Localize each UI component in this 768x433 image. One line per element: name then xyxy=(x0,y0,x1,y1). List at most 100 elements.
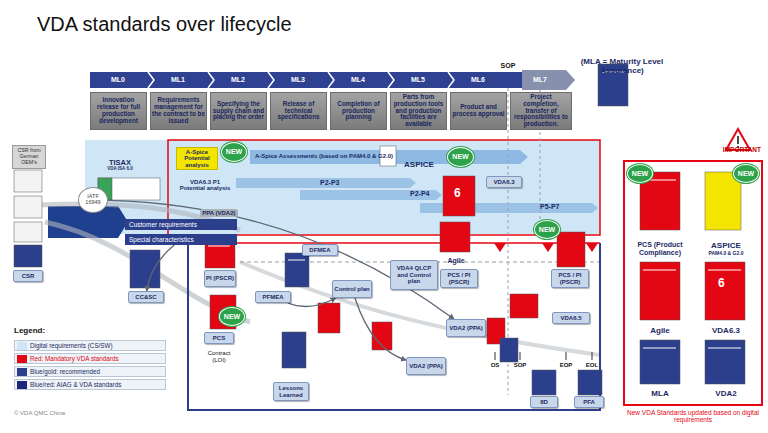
node-text: Agile xyxy=(447,257,464,265)
node-text: NEW xyxy=(539,226,555,234)
swoosh xyxy=(40,204,240,230)
milestone-label: ML0 xyxy=(103,76,133,83)
legend-row: Blue/red: AIAG & VDA standards xyxy=(14,379,166,390)
standard-tag: VDA2 (PPA) xyxy=(406,357,446,375)
milestone-label: ML6 xyxy=(463,76,493,83)
chevron xyxy=(208,72,214,88)
text-label: SOP xyxy=(510,362,530,368)
standard-tag: VDA4 QLCP and Control plan xyxy=(390,260,438,290)
standard-tag: PFA xyxy=(574,396,604,408)
milestone-box: Parts from production tools and producti… xyxy=(390,92,447,130)
node-text: Control plan xyxy=(334,286,369,292)
text-box: MLA xyxy=(633,388,687,401)
new-badge: NEW xyxy=(221,142,247,162)
page-title: VDA standards over lifecycle xyxy=(37,13,292,36)
chevron xyxy=(268,72,274,88)
node-text: TISAX xyxy=(109,159,131,167)
milestone-arrow xyxy=(90,72,556,88)
note-box: CSR from German OEM's xyxy=(12,145,46,169)
potential-box: A-Spice Potential analysis xyxy=(176,147,218,170)
node-text: PCS / PI (PSCR) xyxy=(553,272,587,285)
milestone-label: ML2 xyxy=(223,76,253,83)
legend-swatch xyxy=(17,342,27,350)
milestone-box: Innovation release for full production d… xyxy=(90,92,147,130)
connector-label: PPA (VDA2) xyxy=(200,209,237,217)
text-box: ASPICE xyxy=(400,158,438,172)
standard-tag: VDA6.3 xyxy=(486,176,522,188)
node-text: VDA6.5 xyxy=(560,315,581,321)
node-text: Project completion, transfer of responsi… xyxy=(512,94,570,128)
legend-title: Legend: xyxy=(14,326,45,335)
milestone-box: Specifying the supply chain and placing … xyxy=(210,92,267,130)
milestone-label: ML3 xyxy=(283,76,313,83)
text-box: ASPICEPAM4.0 & G2.0 xyxy=(693,236,759,262)
text-label: EOP xyxy=(556,362,576,368)
connector xyxy=(147,245,175,291)
text-box: VDA2 xyxy=(693,388,759,401)
node-text: VDA2 (PPA) xyxy=(449,325,483,331)
node-text: PCS (Product Compliance) xyxy=(634,241,686,256)
node-text: ASPICE xyxy=(404,161,434,170)
node-text: NEW xyxy=(226,148,242,156)
node-text: PAM4.0 & G2.0 xyxy=(709,251,744,256)
node-text: VDA2 xyxy=(715,390,736,399)
standard-tag: DFMEA xyxy=(302,244,338,256)
node-text: NEW xyxy=(738,170,754,178)
legend-text: Digital requirements (CS/SW) xyxy=(30,342,113,349)
booklet-stripes xyxy=(208,72,741,348)
node-text: Customer requirements xyxy=(129,221,197,228)
requirement-band: Special characteristics xyxy=(125,234,237,245)
node-text: VDA2 (PPA) xyxy=(409,363,443,369)
standard-circle: IATF 16949 xyxy=(78,187,108,213)
standard-tag: PI (PSCR) xyxy=(204,270,236,287)
node-text: Product and process approval xyxy=(452,104,505,118)
milestone-label: SOP xyxy=(493,62,523,69)
text-label: P5-P7 xyxy=(540,203,559,210)
text-label: P2-P3 xyxy=(320,179,339,186)
text-box: VDA6.3 P1 Potential analysis xyxy=(176,176,234,194)
text-label: OS xyxy=(485,362,505,368)
red-triangle xyxy=(542,243,554,252)
ml7-arrow xyxy=(522,70,575,90)
phase-arrow xyxy=(236,178,416,188)
text-label: Contract (LOI) xyxy=(202,350,236,363)
standard-tag: PCS xyxy=(204,332,234,344)
node-text: IMPORTANT xyxy=(723,146,761,153)
node-text: Completion of production planning xyxy=(332,101,385,121)
standard-tag: Lessons Learned xyxy=(273,382,309,401)
node-text: VDA6.3 P1 Potential analysis xyxy=(177,179,233,192)
standard-tag: VDA6.5 xyxy=(552,312,590,324)
important-panel: IMPORTANTNew VDA Standards updated based… xyxy=(623,160,763,406)
node-text: Lessons Learned xyxy=(275,385,307,398)
legend-swatch xyxy=(17,368,27,376)
tick xyxy=(566,352,567,360)
node-text: A-Spice Assessments (based on PAM4.0 & G… xyxy=(255,153,393,159)
standard-tag: PFMEA xyxy=(255,291,291,303)
node-text: A-Spice Potential analysis xyxy=(178,149,216,168)
connector xyxy=(355,298,406,360)
legend-row: Red: Mandatory VDA standards xyxy=(14,353,166,364)
text-box: (MLA = Maturity Level Assurance) xyxy=(576,54,668,80)
new-badge: NEW xyxy=(627,164,653,183)
text-label: P2-P4 xyxy=(410,190,429,197)
node-text: Specifying the supply chain and placing … xyxy=(212,101,265,121)
red-triangle xyxy=(450,243,462,252)
phase-arrow xyxy=(300,190,442,200)
node-text: MLA xyxy=(651,390,668,399)
text-box: Agile xyxy=(633,325,687,338)
new-badge: NEW xyxy=(534,220,560,239)
node-text: Parts from production tools and producti… xyxy=(392,94,445,128)
standard-tag: CSR xyxy=(13,270,43,282)
standard-tag: PCS / PI (PSCR) xyxy=(551,269,589,288)
node-text: PFA xyxy=(583,399,595,405)
node-text: PFMEA xyxy=(263,294,284,300)
milestone-box: Requirements management for the contract… xyxy=(150,92,207,130)
connector xyxy=(288,298,336,307)
digital-band xyxy=(85,140,600,234)
connector xyxy=(108,200,454,319)
node-text: DFMEA xyxy=(309,247,330,253)
text-box: A-Spice Assessments (based on PAM4.0 & G… xyxy=(252,150,396,163)
chevron xyxy=(148,72,154,88)
legend-swatch xyxy=(17,355,27,363)
